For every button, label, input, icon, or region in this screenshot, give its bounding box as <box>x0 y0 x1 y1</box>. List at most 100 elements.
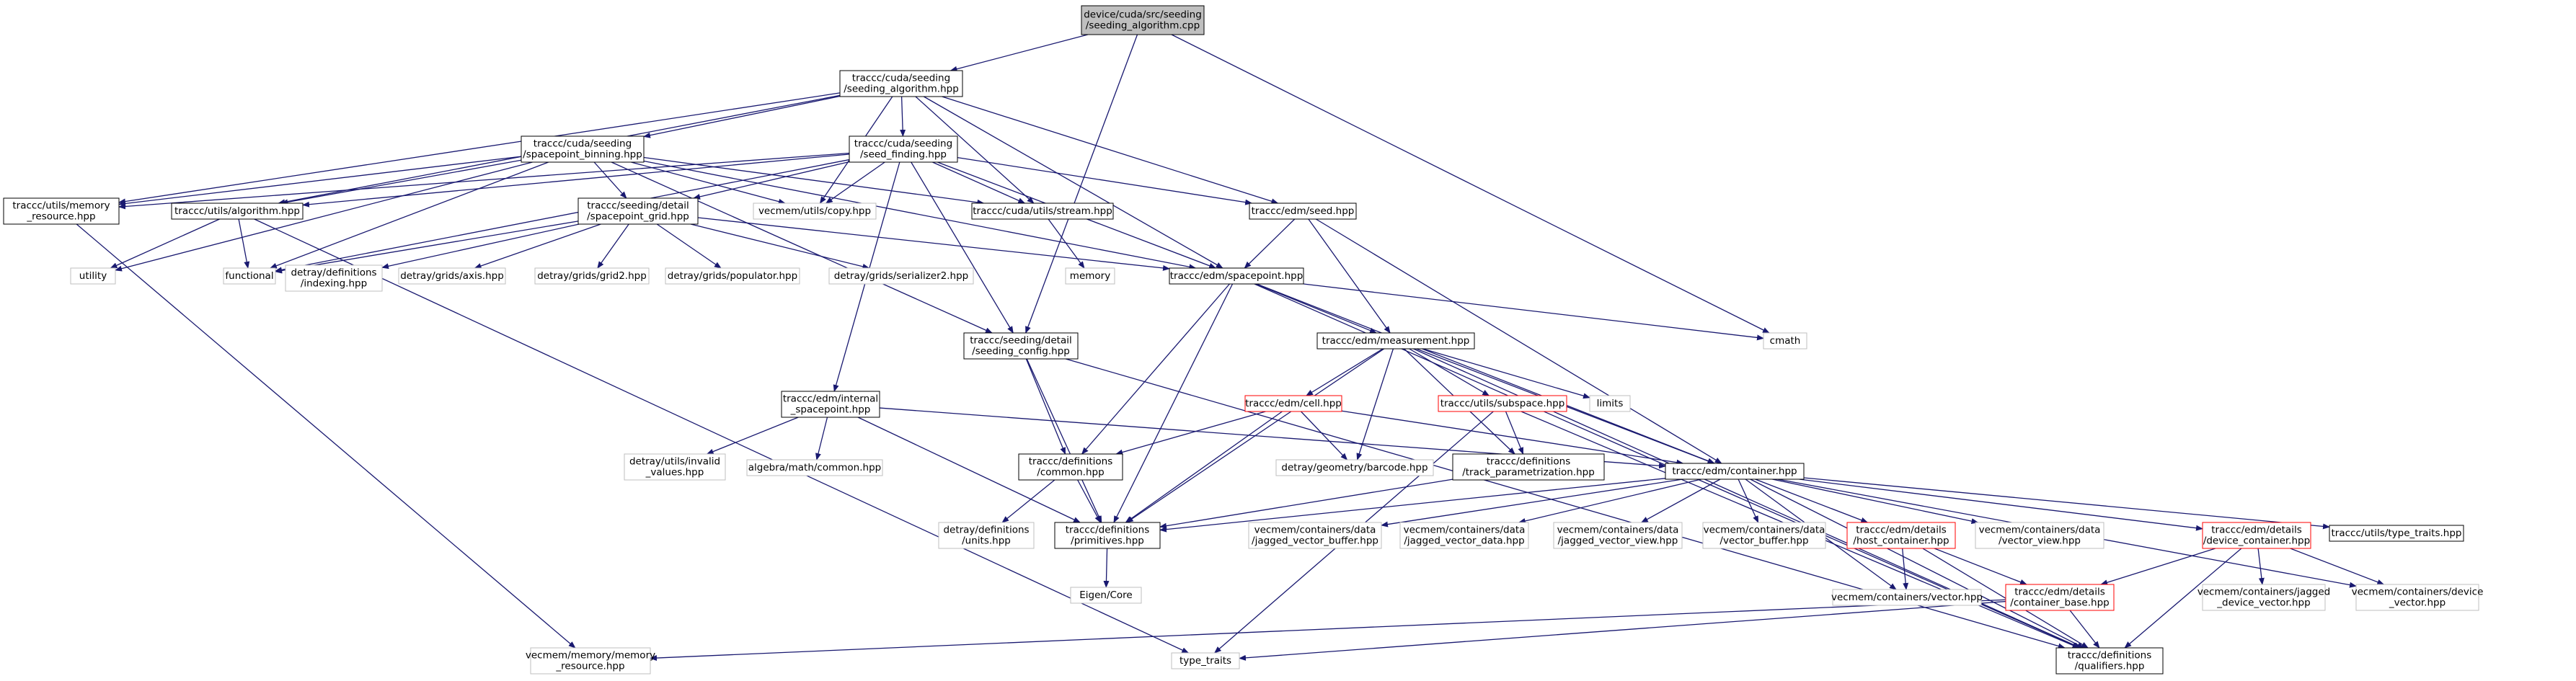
node-box <box>1702 522 1826 549</box>
edge-seed_finding-to-seed <box>957 157 1253 205</box>
node-box <box>828 267 974 285</box>
edge-internal_sp-to-invalid_values <box>706 417 799 455</box>
node-device_container[interactable]: traccc/edm/details/device_container.hpp <box>2202 522 2311 549</box>
node-root[interactable]: device/cuda/src/seeding/seeding_algorith… <box>1081 5 1205 35</box>
node-label: /device_container.hpp <box>2203 535 2310 547</box>
node-box <box>1054 522 1161 549</box>
node-label: /seeding_algorithm.cpp <box>1086 20 1200 32</box>
node-box <box>1438 395 1567 412</box>
node-cell[interactable]: traccc/edm/cell.hpp <box>1244 395 1342 412</box>
edge-algorithm-to-functional <box>238 218 250 269</box>
node-box <box>223 267 276 285</box>
node-type_traits_hpp[interactable]: traccc/utils/type_traits.hpp <box>2329 525 2464 542</box>
node-subspace[interactable]: traccc/utils/subspace.hpp <box>1438 395 1567 412</box>
node-serializer2: detray/grids/serializer2.hpp <box>828 267 974 285</box>
edge-seed-to-container <box>1315 218 1722 464</box>
node-box <box>1070 587 1142 604</box>
edge-seeding_config-to-def_common <box>1025 358 1066 455</box>
edge-subspace-to-track_param <box>1505 411 1524 455</box>
node-spacepoint[interactable]: traccc/edm/spacepoint.hpp <box>1169 267 1304 285</box>
node-stream[interactable]: traccc/cuda/utils/stream.hpp <box>971 202 1114 220</box>
node-sp_grid[interactable]: traccc/seeding/detail/spacepoint_grid.hp… <box>577 197 699 225</box>
edge-container-to-primitives <box>1159 478 1666 533</box>
node-box <box>781 391 880 418</box>
node-label: /primitives.hpp <box>1071 535 1144 547</box>
node-sp_binning[interactable]: traccc/cuda/seeding/spacepoint_binning.h… <box>521 135 645 163</box>
node-label: /units.hpp <box>962 535 1011 547</box>
node-internal_sp[interactable]: traccc/edm/internal_spacepoint.hpp <box>781 391 880 418</box>
node-label: traccc/edm/container.hpp <box>1672 466 1797 477</box>
node-label: /qualifiers.hpp <box>2075 661 2145 672</box>
node-label: traccc/edm/seed.hpp <box>1252 205 1355 217</box>
edge-stream-to-memory <box>1048 218 1085 269</box>
edge-sp_grid-to-spacepoint <box>697 217 1170 271</box>
node-box <box>1665 463 1805 480</box>
edge-sp_grid-to-indexing <box>381 223 580 270</box>
edge-sp_grid-to-grid2 <box>597 223 629 269</box>
edge-sp_grid-to-serializer2 <box>690 223 870 270</box>
edge-container-to-host_container <box>1755 479 1869 523</box>
node-label: traccc/utils/subspace.hpp <box>1440 398 1565 409</box>
node-label: /spacepoint_grid.hpp <box>587 211 689 223</box>
node-device_vector: vecmem/containers/device_vector.hpp <box>2352 584 2483 611</box>
edge-algorithm-to-type_traits <box>254 218 1190 654</box>
node-measurement[interactable]: traccc/edm/measurement.hpp <box>1316 332 1475 350</box>
edge-device_container-to-device_vector <box>2290 548 2385 585</box>
node-functional: functional <box>223 267 276 285</box>
node-label: traccc/cuda/seeding <box>852 73 950 84</box>
edge-spacepoint-to-container <box>1256 283 1715 464</box>
node-jv_data: vecmem/containers/data/jagged_vector_dat… <box>1399 522 1529 549</box>
node-box <box>530 647 651 675</box>
node-box <box>1249 202 1357 220</box>
node-label: traccc/edm/measurement.hpp <box>1322 335 1470 347</box>
edge-seed-to-measurement <box>1308 218 1391 334</box>
edge-cell-to-barcode <box>1301 411 1348 460</box>
node-label: detray/geometry/barcode.hpp <box>1281 462 1428 473</box>
edge-seed_finding-to-sp_grid <box>693 161 850 200</box>
edge-seeding_alg-to-sp_binning <box>643 95 841 138</box>
node-label: /seeding_algorithm.hpp <box>844 84 959 95</box>
node-box <box>2329 525 2464 542</box>
node-qualifiers[interactable]: traccc/definitions/qualifiers.hpp <box>2055 647 2164 675</box>
node-label: traccc/definitions <box>2068 650 2152 662</box>
node-seeding_config[interactable]: traccc/seeding/detail/seeding_config.hpp <box>963 332 1079 360</box>
edge-measurement-to-subspace <box>1409 348 1490 396</box>
node-seeding_alg[interactable]: traccc/cuda/seeding/seeding_algorithm.hp… <box>839 70 963 97</box>
node-track_param[interactable]: traccc/definitions/track_parametrization… <box>1452 453 1605 481</box>
edge-container-to-jv_buffer <box>1381 479 1683 528</box>
node-algorithm[interactable]: traccc/utils/algorithm.hpp <box>171 202 304 220</box>
node-grid2: detray/grids/grid2.hpp <box>534 267 650 285</box>
node-label: detray/utils/invalid <box>629 456 720 468</box>
node-def_common[interactable]: traccc/definitions/common.hpp <box>1018 453 1123 481</box>
edge-internal_sp-to-alg_common <box>815 417 828 460</box>
node-label: traccc/definitions <box>1029 456 1113 468</box>
edge-seed-to-spacepoint <box>1244 218 1296 269</box>
node-vec_buffer: vecmem/containers/data/vector_buffer.hpp <box>1702 522 1826 549</box>
node-label: traccc/edm/cell.hpp <box>1245 398 1342 409</box>
edge-measurement-to-barcode <box>1356 348 1394 460</box>
node-memory_resource[interactable]: traccc/utils/memory_resource.hpp <box>3 197 120 225</box>
node-utility: utility <box>70 267 116 285</box>
node-seed_finding[interactable]: traccc/cuda/seeding/seed_finding.hpp <box>849 135 958 163</box>
node-host_container[interactable]: traccc/edm/details/host_container.hpp <box>1846 522 1956 549</box>
node-alg_common: algebra/math/common.hpp <box>746 459 883 476</box>
node-box <box>1244 395 1342 412</box>
node-box <box>1399 522 1529 549</box>
edge-sp_grid-to-functional <box>275 221 579 274</box>
node-box <box>1975 522 2104 549</box>
node-box <box>577 197 699 225</box>
node-box <box>963 332 1079 360</box>
node-label: _spacepoint.hpp <box>790 404 871 416</box>
node-box <box>1589 395 1631 412</box>
node-container[interactable]: traccc/edm/container.hpp <box>1665 463 1805 480</box>
node-label: vecmem/containers/jagged <box>2197 587 2330 598</box>
edge-memory_resource-to-vm_memory_resource <box>76 223 576 649</box>
node-primitives[interactable]: traccc/definitions/primitives.hpp <box>1054 522 1161 549</box>
node-container_base[interactable]: traccc/edm/details/container_base.hpp <box>2005 584 2115 611</box>
node-jv_buffer: vecmem/containers/data/jagged_vector_buf… <box>1248 522 1382 549</box>
node-seed[interactable]: traccc/edm/seed.hpp <box>1249 202 1357 220</box>
edge-seed_finding-to-memory_resource <box>118 152 850 210</box>
edge-seeding_alg-to-stream <box>915 96 1035 204</box>
node-label: _resource.hpp <box>26 211 95 223</box>
node-label: traccc/edm/details <box>1856 525 1946 536</box>
